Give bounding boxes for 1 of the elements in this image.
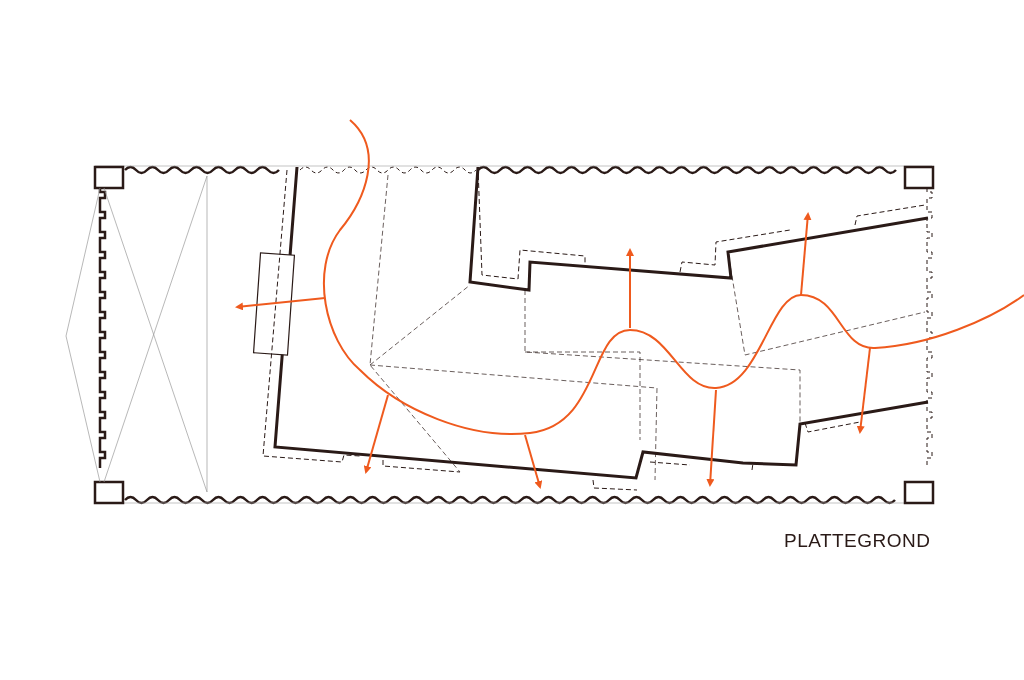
plan-title: PLATTEGROND: [784, 529, 931, 553]
